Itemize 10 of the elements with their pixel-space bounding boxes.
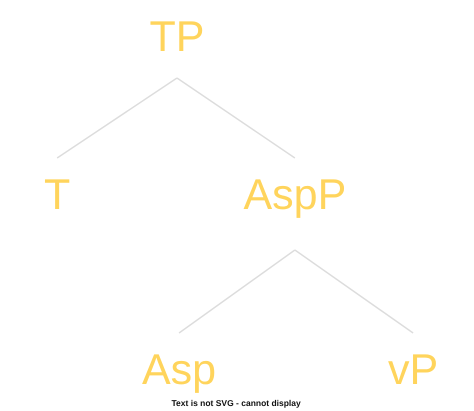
node-label: T — [44, 158, 70, 224]
tree-branch-line — [176, 77, 296, 159]
notice-text: Text is not SVG - cannot display — [172, 398, 301, 408]
tree-branch-line — [294, 249, 414, 334]
node-label: AspP — [244, 158, 346, 250]
node-label: Asp — [142, 333, 216, 397]
tree-branch-line — [56, 77, 178, 159]
node-label: vP — [388, 333, 438, 397]
node-label: TP — [150, 12, 204, 78]
tree-branch-line — [178, 249, 296, 334]
